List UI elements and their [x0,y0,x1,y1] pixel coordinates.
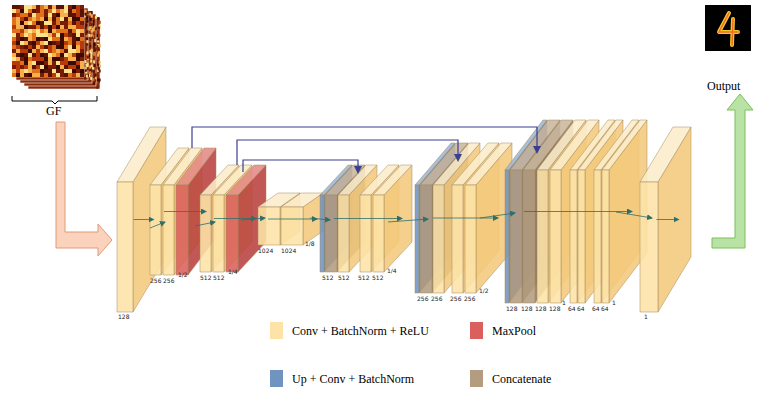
image-label: Output [707,80,740,92]
dimension-label: 64 [592,306,600,312]
legend-swatch [470,370,483,387]
dimension-label: 256 [464,296,475,302]
dimension-label: 1/2 [178,272,188,278]
dimension-label: 1024 [281,248,296,254]
legend-swatch [270,370,283,387]
dimension-label: 64 [601,306,609,312]
dimension-label: 64 [577,306,585,312]
legend-swatch [270,322,283,339]
legend-swatch [470,322,483,339]
dimension-label: 128 [118,314,129,320]
dimension-label: 512 [358,275,369,281]
dimension-label: 512 [200,275,211,281]
legend-text: MaxPool [492,325,536,337]
dimension-label: 1 [612,300,616,306]
dimension-label: 1/4 [387,268,397,274]
dimension-label: 512 [322,275,333,281]
dimension-label: 1 [562,300,566,306]
dimension-label: 1 [644,314,648,320]
legend-text: Up + Conv + BatchNorm [292,373,414,385]
dimension-label: 128 [535,306,546,312]
dimension-label: 64 [568,306,576,312]
dimension-label: 128 [506,306,517,312]
dimension-label: 1/2 [479,288,489,294]
dimension-label: 256 [417,296,428,302]
dimension-label: 512 [338,275,349,281]
legend-text: Concatenate [492,373,551,385]
dimension-label: 256 [150,278,161,284]
legend-text: Conv + BatchNorm + ReLU [292,325,429,337]
dimension-label: 512 [213,275,224,281]
dimension-label: 1/8 [305,241,315,247]
dimension-label: 256 [450,296,461,302]
dimension-label: 128 [521,306,532,312]
dimension-label: 1024 [258,248,273,254]
image-label: GF [46,105,61,117]
dimension-label: 256 [163,278,174,284]
dimension-label: 128 [549,306,560,312]
dimension-label: 1/4 [228,269,238,275]
dimension-label: 512 [372,275,383,281]
dimension-label: 256 [431,296,442,302]
